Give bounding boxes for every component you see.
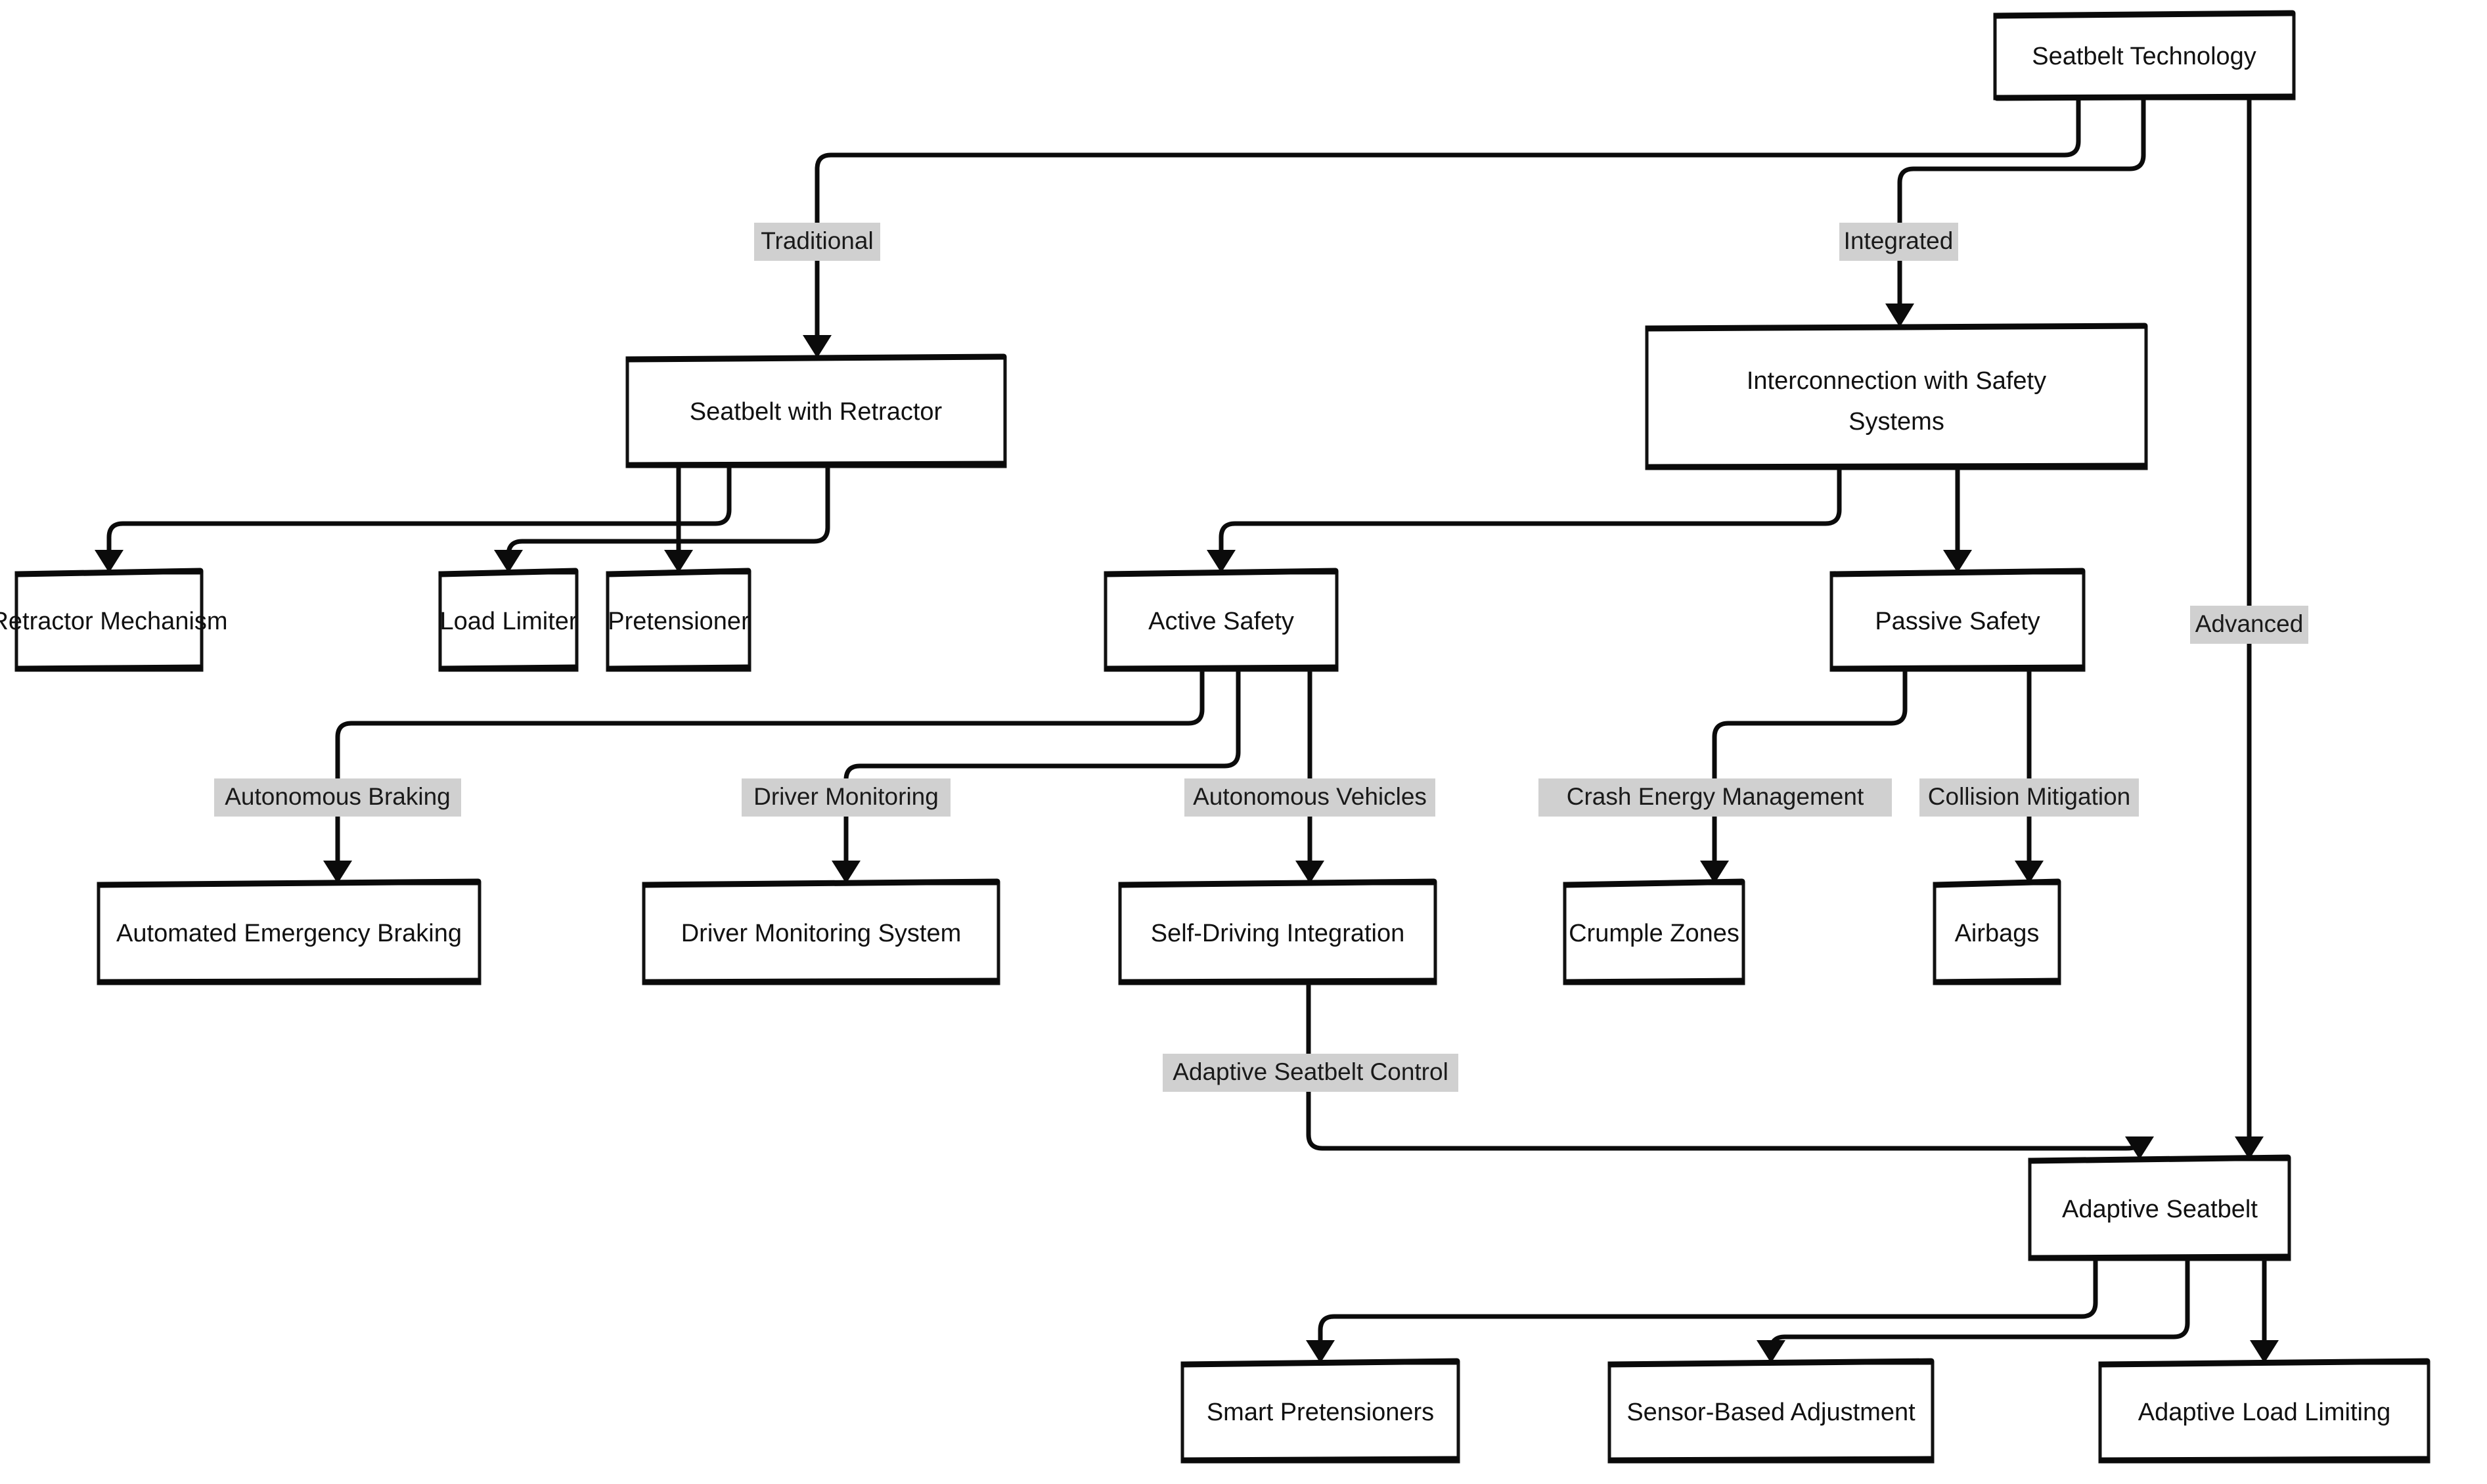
edge-label-driver-monitoring: Driver Monitoring bbox=[742, 778, 951, 817]
edge-label-crash-energy-management: Crash Energy Management bbox=[1538, 778, 1892, 817]
node-driver-monitoring-system[interactable]: Driver Monitoring System bbox=[642, 878, 1000, 985]
edge-adaptive-seatbelt-to-smart-pretensioners bbox=[1306, 1259, 2098, 1363]
node-crumple-zones[interactable]: Crumple Zones bbox=[1563, 878, 1745, 985]
edge-interconnection-to-passive-safety bbox=[1943, 468, 1972, 573]
edge-label-text: Advanced bbox=[2195, 610, 2304, 637]
node-active-safety[interactable]: Active Safety bbox=[1104, 568, 1339, 672]
edge-active-safety-to-driver-monitoring-system bbox=[832, 670, 1241, 884]
edge-label-text: Integrated bbox=[1844, 227, 1954, 254]
node-label: Adaptive Load Limiting bbox=[2138, 1399, 2390, 1426]
node-label: Driver Monitoring System bbox=[681, 920, 962, 947]
edge-interconnection-to-active-safety bbox=[1207, 468, 1842, 573]
node-label: Automated Emergency Braking bbox=[116, 920, 462, 947]
edge-seatbelt-technology-to-seatbelt-with-retractor bbox=[803, 99, 2081, 358]
node-retractor-mechanism[interactable]: Retractor Mechanism bbox=[0, 568, 228, 672]
node-label: Airbags bbox=[1955, 920, 2040, 947]
edge-seatbelt-with-retractor-to-pretensioner bbox=[664, 466, 693, 573]
node-label: Load Limiter bbox=[439, 608, 577, 635]
node-interconnection-with-safety-systems[interactable]: Interconnection with Safety Systems bbox=[1645, 323, 2148, 470]
edge-active-safety-to-self-driving-integration bbox=[1295, 670, 1324, 884]
edge-seatbelt-technology-to-interconnection bbox=[1885, 99, 2146, 327]
edge-self-driving-integration-to-adaptive-seatbelt bbox=[1306, 983, 2154, 1159]
edge-adaptive-seatbelt-to-sensor-based-adjustment bbox=[1757, 1259, 2190, 1363]
edge-label-text: Traditional bbox=[761, 227, 873, 254]
node-pretensioner[interactable]: Pretensioner bbox=[606, 568, 751, 672]
edge-layer bbox=[95, 99, 2279, 1363]
edge-label-adaptive-seatbelt-control: Adaptive Seatbelt Control bbox=[1163, 1054, 1458, 1092]
edge-label-traditional: Traditional bbox=[754, 223, 880, 261]
node-label: Adaptive Seatbelt bbox=[2062, 1196, 2258, 1223]
node-layer: Seatbelt Technology Seatbelt with Retrac… bbox=[0, 10, 2431, 1464]
node-load-limiter[interactable]: Load Limiter bbox=[438, 568, 579, 672]
node-label: Crumple Zones bbox=[1569, 920, 1739, 947]
edge-label-advanced: Advanced bbox=[2190, 606, 2308, 644]
node-adaptive-load-limiting[interactable]: Adaptive Load Limiting bbox=[2098, 1358, 2431, 1464]
node-airbags[interactable]: Airbags bbox=[1933, 878, 2061, 985]
node-automated-emergency-braking[interactable]: Automated Emergency Braking bbox=[97, 878, 482, 985]
node-label: Passive Safety bbox=[1875, 608, 2040, 635]
edge-seatbelt-with-retractor-to-retractor-mechanism bbox=[95, 466, 732, 573]
edge-label-integrated: Integrated bbox=[1839, 223, 1958, 261]
node-label: Sensor-Based Adjustment bbox=[1626, 1399, 1916, 1426]
node-label: Seatbelt Technology bbox=[2032, 43, 2256, 70]
node-sensor-based-adjustment[interactable]: Sensor-Based Adjustment bbox=[1607, 1358, 1935, 1464]
edge-label-text: Driver Monitoring bbox=[753, 783, 939, 810]
edge-label-autonomous-braking: Autonomous Braking bbox=[214, 778, 461, 817]
node-adaptive-seatbelt[interactable]: Adaptive Seatbelt bbox=[2028, 1154, 2291, 1261]
edge-label-autonomous-vehicles: Autonomous Vehicles bbox=[1184, 778, 1435, 817]
edge-label-layer: Traditional Integrated Advanced Autonomo… bbox=[214, 223, 2308, 1092]
edge-seatbelt-with-retractor-to-load-limiter bbox=[494, 466, 830, 573]
edge-label-text: Collision Mitigation bbox=[1928, 783, 2130, 810]
edge-label-text: Autonomous Vehicles bbox=[1193, 783, 1427, 810]
edge-label-text: Crash Energy Management bbox=[1567, 783, 1864, 810]
node-label: Seatbelt with Retractor bbox=[690, 398, 943, 426]
edge-label-text: Adaptive Seatbelt Control bbox=[1173, 1058, 1448, 1085]
edge-label-text: Autonomous Braking bbox=[225, 783, 450, 810]
node-label: Pretensioner bbox=[608, 608, 750, 635]
node-self-driving-integration[interactable]: Self-Driving Integration bbox=[1118, 878, 1437, 985]
node-label-line1: Interconnection with Safety bbox=[1747, 367, 2046, 395]
edge-passive-safety-to-airbags bbox=[2015, 670, 2044, 884]
node-label: Self-Driving Integration bbox=[1151, 920, 1405, 947]
edge-passive-safety-to-crumple-zones bbox=[1700, 670, 1908, 884]
edge-active-safety-to-automated-emergency-braking bbox=[323, 670, 1205, 884]
node-label-line2: Systems bbox=[1848, 408, 1944, 436]
node-smart-pretensioners[interactable]: Smart Pretensioners bbox=[1180, 1358, 1460, 1464]
node-label: Retractor Mechanism bbox=[0, 608, 228, 635]
node-label: Active Safety bbox=[1148, 608, 1294, 635]
node-passive-safety[interactable]: Passive Safety bbox=[1829, 568, 2086, 672]
edge-label-collision-mitigation: Collision Mitigation bbox=[1919, 778, 2139, 817]
node-seatbelt-with-retractor[interactable]: Seatbelt with Retractor bbox=[625, 353, 1007, 468]
edge-adaptive-seatbelt-to-adaptive-load-limiting bbox=[2250, 1259, 2279, 1363]
node-seatbelt-technology[interactable]: Seatbelt Technology bbox=[1993, 10, 2296, 101]
node-label: Smart Pretensioners bbox=[1207, 1399, 1434, 1426]
